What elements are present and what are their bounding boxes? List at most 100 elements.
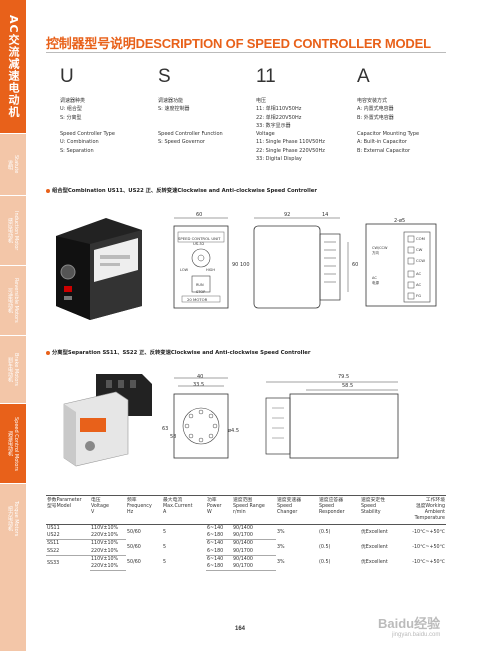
table-cell: 5: [163, 545, 167, 550]
table-cell: 6~180: [206, 547, 232, 556]
dim-socket-inner-width: 33.5: [193, 382, 205, 388]
rail-segment-label: 调速电动机: [7, 431, 13, 456]
dim-socket-hole: ø4.5: [228, 428, 240, 434]
rail-segment-label-en: Reversible Motors: [13, 278, 19, 323]
page-title: 控制器型号说明DESCRIPTION OF SPEED CONTROLLER M…: [46, 36, 431, 51]
panel-stop: STOP: [196, 290, 206, 294]
table-cell: 220V±10%: [90, 563, 126, 572]
code-column-line: 电压: [256, 98, 267, 104]
terminal-cw: CW: [416, 247, 423, 252]
table-cell: 220V±10%: [90, 532, 126, 541]
table-cell: 6~180: [206, 563, 232, 572]
code-column-line: B: 外置式电容器: [357, 114, 394, 121]
table-header-cell: 速度范围 Speed Range r/min: [232, 495, 276, 525]
code-column-line: Capacitor Mounting Type: [357, 131, 420, 138]
terminal-block-drawing: [365, 223, 437, 307]
table-cell: 90/1700: [232, 547, 276, 556]
table-cell: (0.5): [319, 545, 331, 550]
terminal-power-note: AC 电源: [372, 276, 379, 285]
rail-category-label: AC交流减速电动机: [7, 15, 20, 118]
table-cell: 6~180: [206, 532, 232, 541]
code-column-line: [158, 122, 223, 130]
dim-height2: 100: [240, 262, 250, 268]
code-column-line: B: External Capacitor: [357, 147, 411, 154]
dim-socket-inner-height: 58: [170, 434, 177, 440]
code-column-line: 33: Digital Display: [256, 156, 302, 163]
table-cell: 6~140: [207, 541, 224, 547]
rail-segment-label-en: Speed Control Motors: [13, 416, 19, 471]
side-view-drawing: [253, 217, 349, 309]
dim-width: 60: [196, 212, 203, 218]
table-cell: -10℃~+50℃: [412, 545, 445, 550]
table-header-cell: 参数Parameter 型号Model: [46, 495, 90, 525]
table-cell: 6~140: [207, 526, 224, 531]
rail-segment-label: 扭力电动机: [7, 506, 13, 531]
dim-socket-width: 40: [197, 374, 204, 380]
dim-depth: 92: [284, 212, 291, 218]
code-column-line: [60, 122, 115, 130]
table-cell: US11: [47, 526, 60, 531]
code-column-line: S: 分离型: [60, 114, 82, 121]
table-cell: 90/1700: [232, 563, 276, 572]
code-letter-voltage: 11: [256, 66, 276, 87]
panel-motor: 20 MOTOR: [187, 297, 208, 302]
table-cell: 220V±10%: [90, 547, 126, 556]
product-photo-separation: [63, 374, 152, 467]
table-cell: 90/1400: [233, 526, 253, 531]
code-column-line: 22: 单相220V50Hz: [256, 114, 302, 121]
table-cell: 优Excellent: [361, 529, 388, 535]
terminal-ccw: CCW: [416, 258, 426, 263]
table-cell: 50/60: [127, 545, 141, 550]
product-photo-combination: [56, 218, 142, 320]
dim-socket-depth: 79.5: [338, 374, 350, 380]
rail-segment-label-en: Brake Motors: [13, 353, 19, 386]
code-column-line: 22: Single Phase 220V50Hz: [256, 147, 325, 154]
panel-low: LOW: [180, 268, 189, 272]
terminal-direction-note: CW/CCW 方向: [372, 246, 388, 255]
panel-title: SPEED CONTROL UNIT: [178, 236, 221, 241]
code-column-line: S: Separation: [60, 147, 94, 154]
table-cell: 90/1400: [233, 556, 253, 562]
table-header-cell: 速度安定性 Speed Stability: [360, 495, 404, 525]
table-cell: 110V±10%: [91, 541, 119, 547]
table-cell: 3%: [277, 529, 285, 535]
code-column-line: A: 内置式电容器: [357, 106, 394, 113]
bullet-dot: [46, 350, 50, 355]
rail-segment-label: 可逆电动机: [7, 288, 13, 313]
table-cell: 110V±10%: [91, 526, 119, 531]
bullet-dot: [46, 188, 50, 193]
table-cell: 110V±10%: [91, 556, 119, 562]
code-column-line: A: Built-in Capacitor: [357, 139, 407, 146]
watermark-logo: Baidu经验: [378, 616, 441, 631]
page-number: 164: [234, 626, 245, 632]
table-cell: 优Excellent: [361, 560, 388, 566]
code-letter-type: U: [60, 66, 74, 87]
panel-run: RUN: [196, 283, 204, 287]
code-letter-function: S: [158, 66, 171, 87]
table-header-cell: 速度变速器 Speed Changer: [276, 495, 318, 525]
table-cell: SS33: [47, 560, 60, 566]
code-column-line: 调速器种类: [60, 98, 86, 104]
dim-socket-height: 63: [162, 426, 169, 432]
section-heading-separation-text: 分离型Separation SS11、SS22 正、反转变速Clockwise …: [52, 350, 311, 356]
table-header-cell: 电压 Voltage V: [90, 495, 126, 525]
rail-segment-label: 刹车电动机: [7, 357, 13, 382]
watermark-url: jingyan.baidu.com: [392, 632, 441, 638]
table-cell: (0.5): [319, 529, 331, 535]
socket-side-drawing: [265, 381, 399, 459]
rail-category-tab[interactable]: AC交流减速电动机: [0, 0, 26, 133]
code-column-line: Speed Controller Type: [60, 131, 115, 138]
table-cell: SS11: [47, 541, 60, 547]
